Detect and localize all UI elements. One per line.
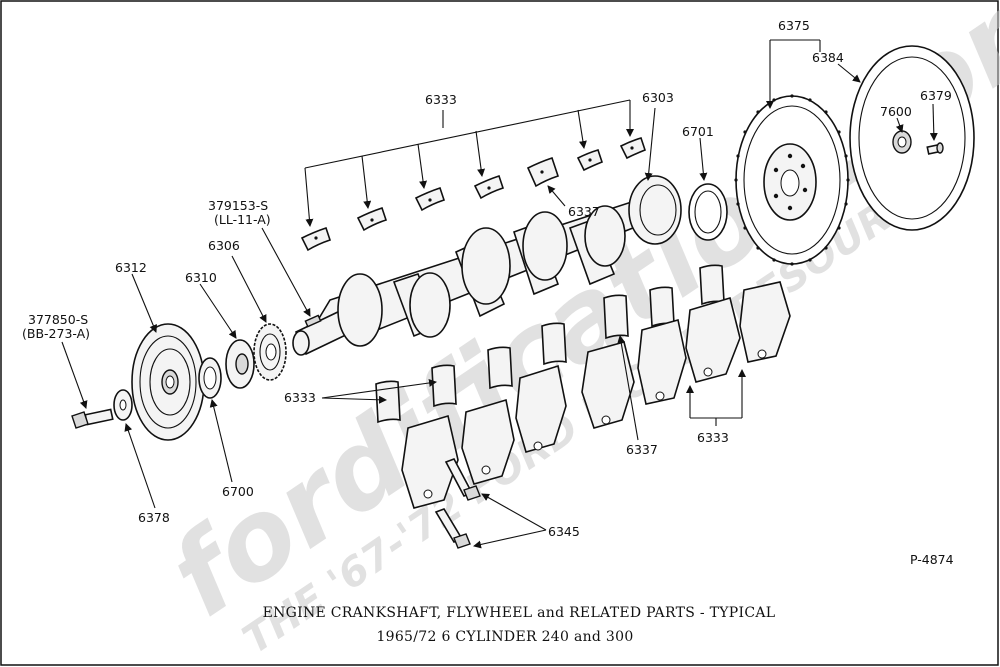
label-6375: 6375 — [778, 18, 810, 33]
label-377850-s: 377850-S — [28, 312, 88, 327]
label-379153-s-code: (LL-11-A) — [214, 212, 271, 227]
label-6333-right: 6333 — [697, 430, 729, 445]
label-377850-s-code: (BB-273-A) — [22, 326, 90, 341]
label-6384: 6384 — [812, 50, 844, 65]
oil-slinger — [225, 339, 255, 389]
label-6337-top: 6337 — [568, 204, 600, 219]
label-7600: 7600 — [880, 104, 912, 119]
label-6303: 6303 — [642, 90, 674, 105]
pulley-bolt — [71, 408, 114, 429]
label-6333-top: 6333 — [425, 92, 457, 107]
label-6310: 6310 — [185, 270, 217, 285]
label-6379: 6379 — [920, 88, 952, 103]
crankshaft — [292, 175, 682, 356]
figure-code: P-4874 — [910, 552, 954, 567]
label-6700: 6700 — [222, 484, 254, 499]
caption-line-2: 1965/72 6 CYLINDER 240 and 300 — [376, 629, 633, 645]
rear-oil-seal — [688, 183, 728, 241]
crank-pulley — [131, 323, 205, 441]
flywheel-ring — [849, 45, 975, 231]
label-6337-bottom: 6337 — [626, 442, 658, 457]
label-6345: 6345 — [548, 524, 580, 539]
label-379153-s: 379153-S — [208, 198, 268, 213]
cap-bolts — [434, 458, 481, 549]
pulley-washer — [113, 389, 133, 421]
caption: ENGINE CRANKSHAFT, FLYWHEEL and RELATED … — [263, 605, 776, 645]
timing-gear — [253, 323, 287, 381]
part-labels: 6375 6384 6379 7600 6333 6303 6701 37915… — [22, 18, 954, 567]
caption-line-1: ENGINE CRANKSHAFT, FLYWHEEL and RELATED … — [263, 605, 776, 621]
label-6333-left: 6333 — [284, 390, 316, 405]
bolt-6379 — [926, 142, 944, 155]
label-6701: 6701 — [682, 124, 714, 139]
front-seal — [198, 357, 222, 399]
lower-main-bearings — [375, 264, 725, 424]
label-6312: 6312 — [115, 260, 147, 275]
label-6306: 6306 — [208, 238, 240, 253]
upper-main-bearings — [300, 137, 646, 252]
flywheel — [734, 94, 850, 266]
label-6378: 6378 — [138, 510, 170, 525]
leader-lines — [61, 39, 938, 549]
